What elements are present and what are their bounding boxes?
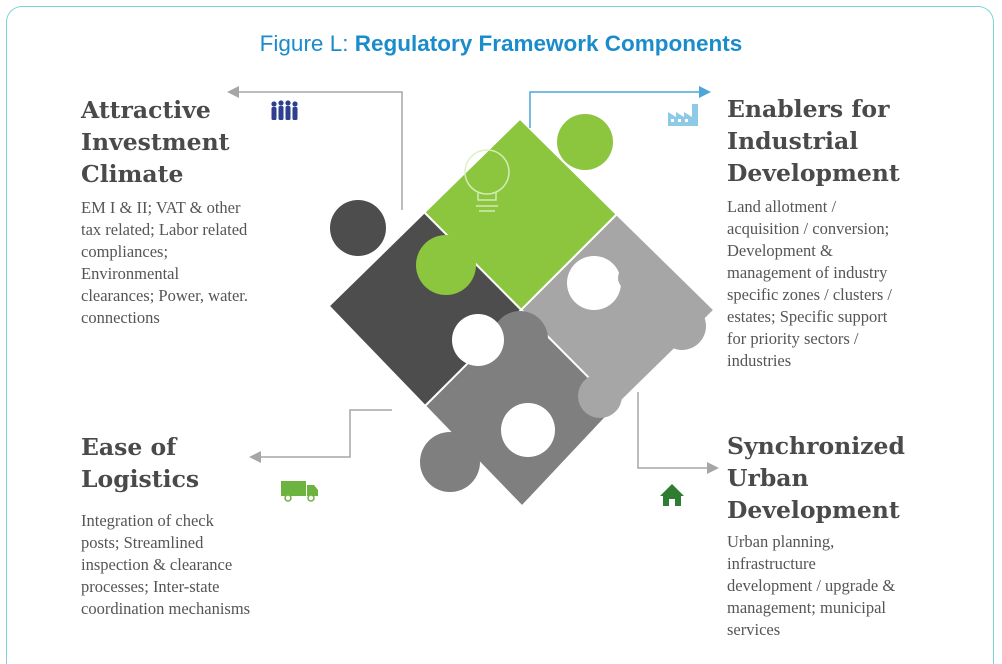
connector-urban — [637, 392, 719, 474]
description-line: specific zones / clusters / — [727, 285, 892, 304]
description-line: for priority sectors / — [727, 329, 859, 348]
heading-line: Enablers for — [727, 95, 890, 123]
investment-heading: Attractive Investment Climate — [81, 94, 230, 190]
truck-icon — [281, 481, 318, 502]
heading-line: Synchronized — [727, 432, 905, 460]
figure-frame — [6, 6, 994, 664]
description-line: estates; Specific support — [727, 307, 888, 326]
puzzle-knob — [330, 200, 386, 256]
enablers-description: Land allotment / acquisition / conversio… — [727, 196, 892, 372]
description-line: connections — [81, 308, 160, 327]
puzzle-hole — [501, 403, 555, 457]
description-line: coordination mechanisms — [81, 599, 251, 618]
description-line: management of industry — [727, 263, 888, 282]
description-line: industries — [727, 351, 792, 370]
puzzle-knob — [420, 432, 480, 492]
investment-description: EM I & II; VAT & other tax related; Labo… — [81, 197, 248, 329]
logistics-description: Integration of check posts; Streamlined … — [81, 510, 250, 620]
puzzle-seam — [424, 214, 617, 407]
heading-line: Attractive — [81, 96, 211, 124]
factory-icon — [668, 104, 698, 126]
description-line: processes; Inter-state — [81, 577, 220, 596]
figure-title-text: Regulatory Framework Components — [354, 31, 743, 56]
heading-line: Logistics — [81, 465, 200, 493]
description-line: posts; Streamlined — [81, 533, 204, 552]
description-line: compliances; — [81, 242, 169, 261]
description-line: Land allotment / — [727, 197, 837, 216]
description-line: inspection & clearance — [81, 555, 233, 574]
puzzle-piece-green — [425, 120, 616, 310]
description-line: acquisition / conversion; — [727, 219, 890, 238]
figure-label: Figure L: — [259, 31, 349, 56]
people-icon — [271, 100, 298, 120]
description-line: Development & — [727, 241, 833, 260]
description-line: services — [727, 620, 781, 639]
description-line: Environmental — [81, 264, 180, 283]
puzzle-knob — [492, 311, 548, 367]
puzzle-knob — [557, 114, 613, 170]
puzzle-hole — [452, 314, 504, 366]
heading-line: Urban — [727, 464, 809, 492]
enablers-heading: Enablers for Industrial Development — [727, 93, 900, 189]
puzzle-knob — [658, 302, 706, 350]
description-line: management; municipal — [727, 598, 886, 617]
puzzle-knob — [416, 235, 476, 295]
heading-line: Climate — [81, 160, 184, 188]
connector-enablers — [529, 86, 711, 128]
heading-line: Development — [727, 496, 900, 524]
connector-investment — [227, 86, 403, 210]
description-line: tax related; Labor related — [81, 220, 248, 239]
description-line: clearances; Power, water. — [81, 286, 249, 305]
heading-line: Ease of — [81, 433, 177, 461]
lightbulb-icon — [464, 149, 510, 212]
description-line: Urban planning, — [727, 532, 835, 551]
heading-line: Industrial — [727, 127, 859, 155]
puzzle-hole — [567, 256, 621, 310]
house-icon — [660, 484, 684, 506]
urban-description: Urban planning, infrastructure developme… — [727, 531, 895, 641]
heading-line: Development — [727, 159, 900, 187]
connector-logistics — [249, 409, 392, 463]
heading-line: Investment — [81, 128, 230, 156]
description-line: infrastructure — [727, 554, 816, 573]
description-line: development / upgrade & — [727, 576, 896, 595]
urban-heading: Synchronized Urban Development — [727, 430, 905, 526]
description-line: Integration of check — [81, 511, 214, 530]
description-line: EM I & II; VAT & other — [81, 198, 241, 217]
logistics-heading: Ease of Logistics — [81, 431, 199, 495]
puzzle-knob — [618, 266, 642, 290]
figure-title: Figure L: Regulatory Framework Component… — [0, 31, 1002, 57]
puzzle-knob — [578, 374, 622, 418]
